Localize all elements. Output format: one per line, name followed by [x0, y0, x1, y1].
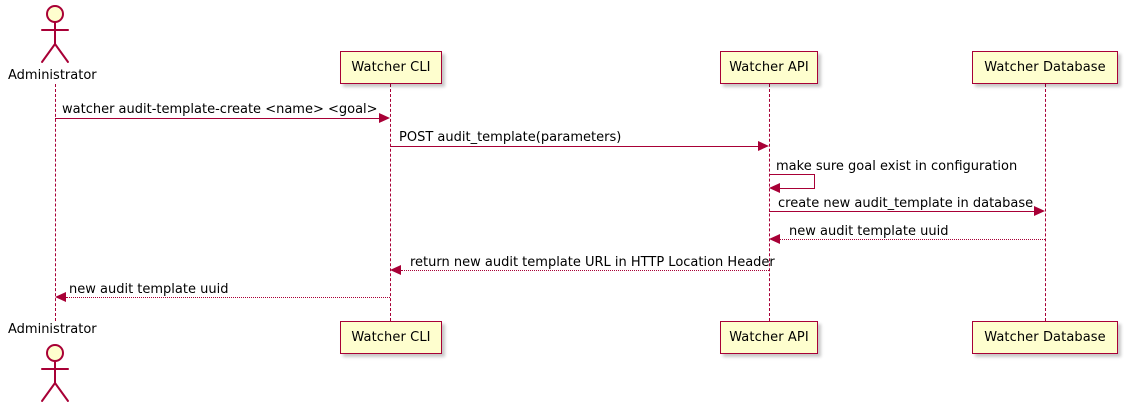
- participant-box-watcher-api-bottom[interactable]: Watcher API: [720, 321, 818, 354]
- actor-label-administrator-top: Administrator: [8, 68, 97, 83]
- message-label-6: return new audit template URL in HTTP Lo…: [410, 255, 775, 270]
- message-arrow-2: [390, 146, 764, 147]
- message-arrow-6: [401, 270, 769, 271]
- lifeline-watcher-cli: [390, 84, 391, 321]
- lifeline-watcher-database: [1045, 84, 1046, 321]
- message-arrow-4: [769, 211, 1040, 212]
- actor-administrator-bottom: [38, 343, 72, 405]
- message-arrowhead-6: [390, 265, 401, 275]
- participant-box-watcher-api-top[interactable]: Watcher API: [720, 51, 818, 84]
- message-arrowhead-5: [769, 234, 780, 244]
- message-arrowhead-3: [769, 183, 780, 193]
- message-label-4: create new audit_template in database: [778, 196, 1034, 211]
- participant-label-watcher-cli-bottom: Watcher CLI: [351, 330, 431, 345]
- message-arrow-1: [55, 118, 385, 119]
- participant-box-watcher-database-top[interactable]: Watcher Database: [972, 51, 1118, 84]
- participant-label-watcher-api-bottom: Watcher API: [729, 330, 809, 345]
- lifeline-watcher-api: [769, 84, 770, 321]
- message-arrowhead-1: [379, 113, 390, 123]
- message-arrowhead-4: [1034, 206, 1045, 216]
- message-label-1: watcher audit-template-create <name> <go…: [62, 102, 378, 117]
- message-label-7: new audit template uuid: [69, 282, 229, 297]
- message-selfloop-top-3: [769, 174, 815, 175]
- message-arrowhead-7: [55, 292, 66, 302]
- participant-label-watcher-database-top: Watcher Database: [984, 60, 1106, 75]
- actor-label-administrator-bottom: Administrator: [8, 322, 97, 337]
- message-arrowhead-2: [758, 141, 769, 151]
- actor-administrator-top: [38, 4, 72, 66]
- participant-box-watcher-cli-bottom[interactable]: Watcher CLI: [340, 321, 442, 354]
- lifeline-administrator: [55, 84, 56, 321]
- participant-label-watcher-database-bottom: Watcher Database: [984, 330, 1106, 345]
- message-label-2: POST audit_template(parameters): [399, 130, 622, 145]
- message-label-3: make sure goal exist in configuration: [776, 159, 1018, 174]
- message-label-5: new audit template uuid: [789, 224, 949, 239]
- participant-box-watcher-cli-top[interactable]: Watcher CLI: [340, 51, 442, 84]
- participant-label-watcher-cli-top: Watcher CLI: [351, 60, 431, 75]
- participant-label-watcher-api-top: Watcher API: [729, 60, 809, 75]
- message-arrow-7: [66, 297, 390, 298]
- message-selfloop-right-3: [814, 174, 815, 188]
- message-selfloop-bottom-3: [780, 188, 815, 189]
- participant-box-watcher-database-bottom[interactable]: Watcher Database: [972, 321, 1118, 354]
- message-arrow-5: [780, 239, 1045, 240]
